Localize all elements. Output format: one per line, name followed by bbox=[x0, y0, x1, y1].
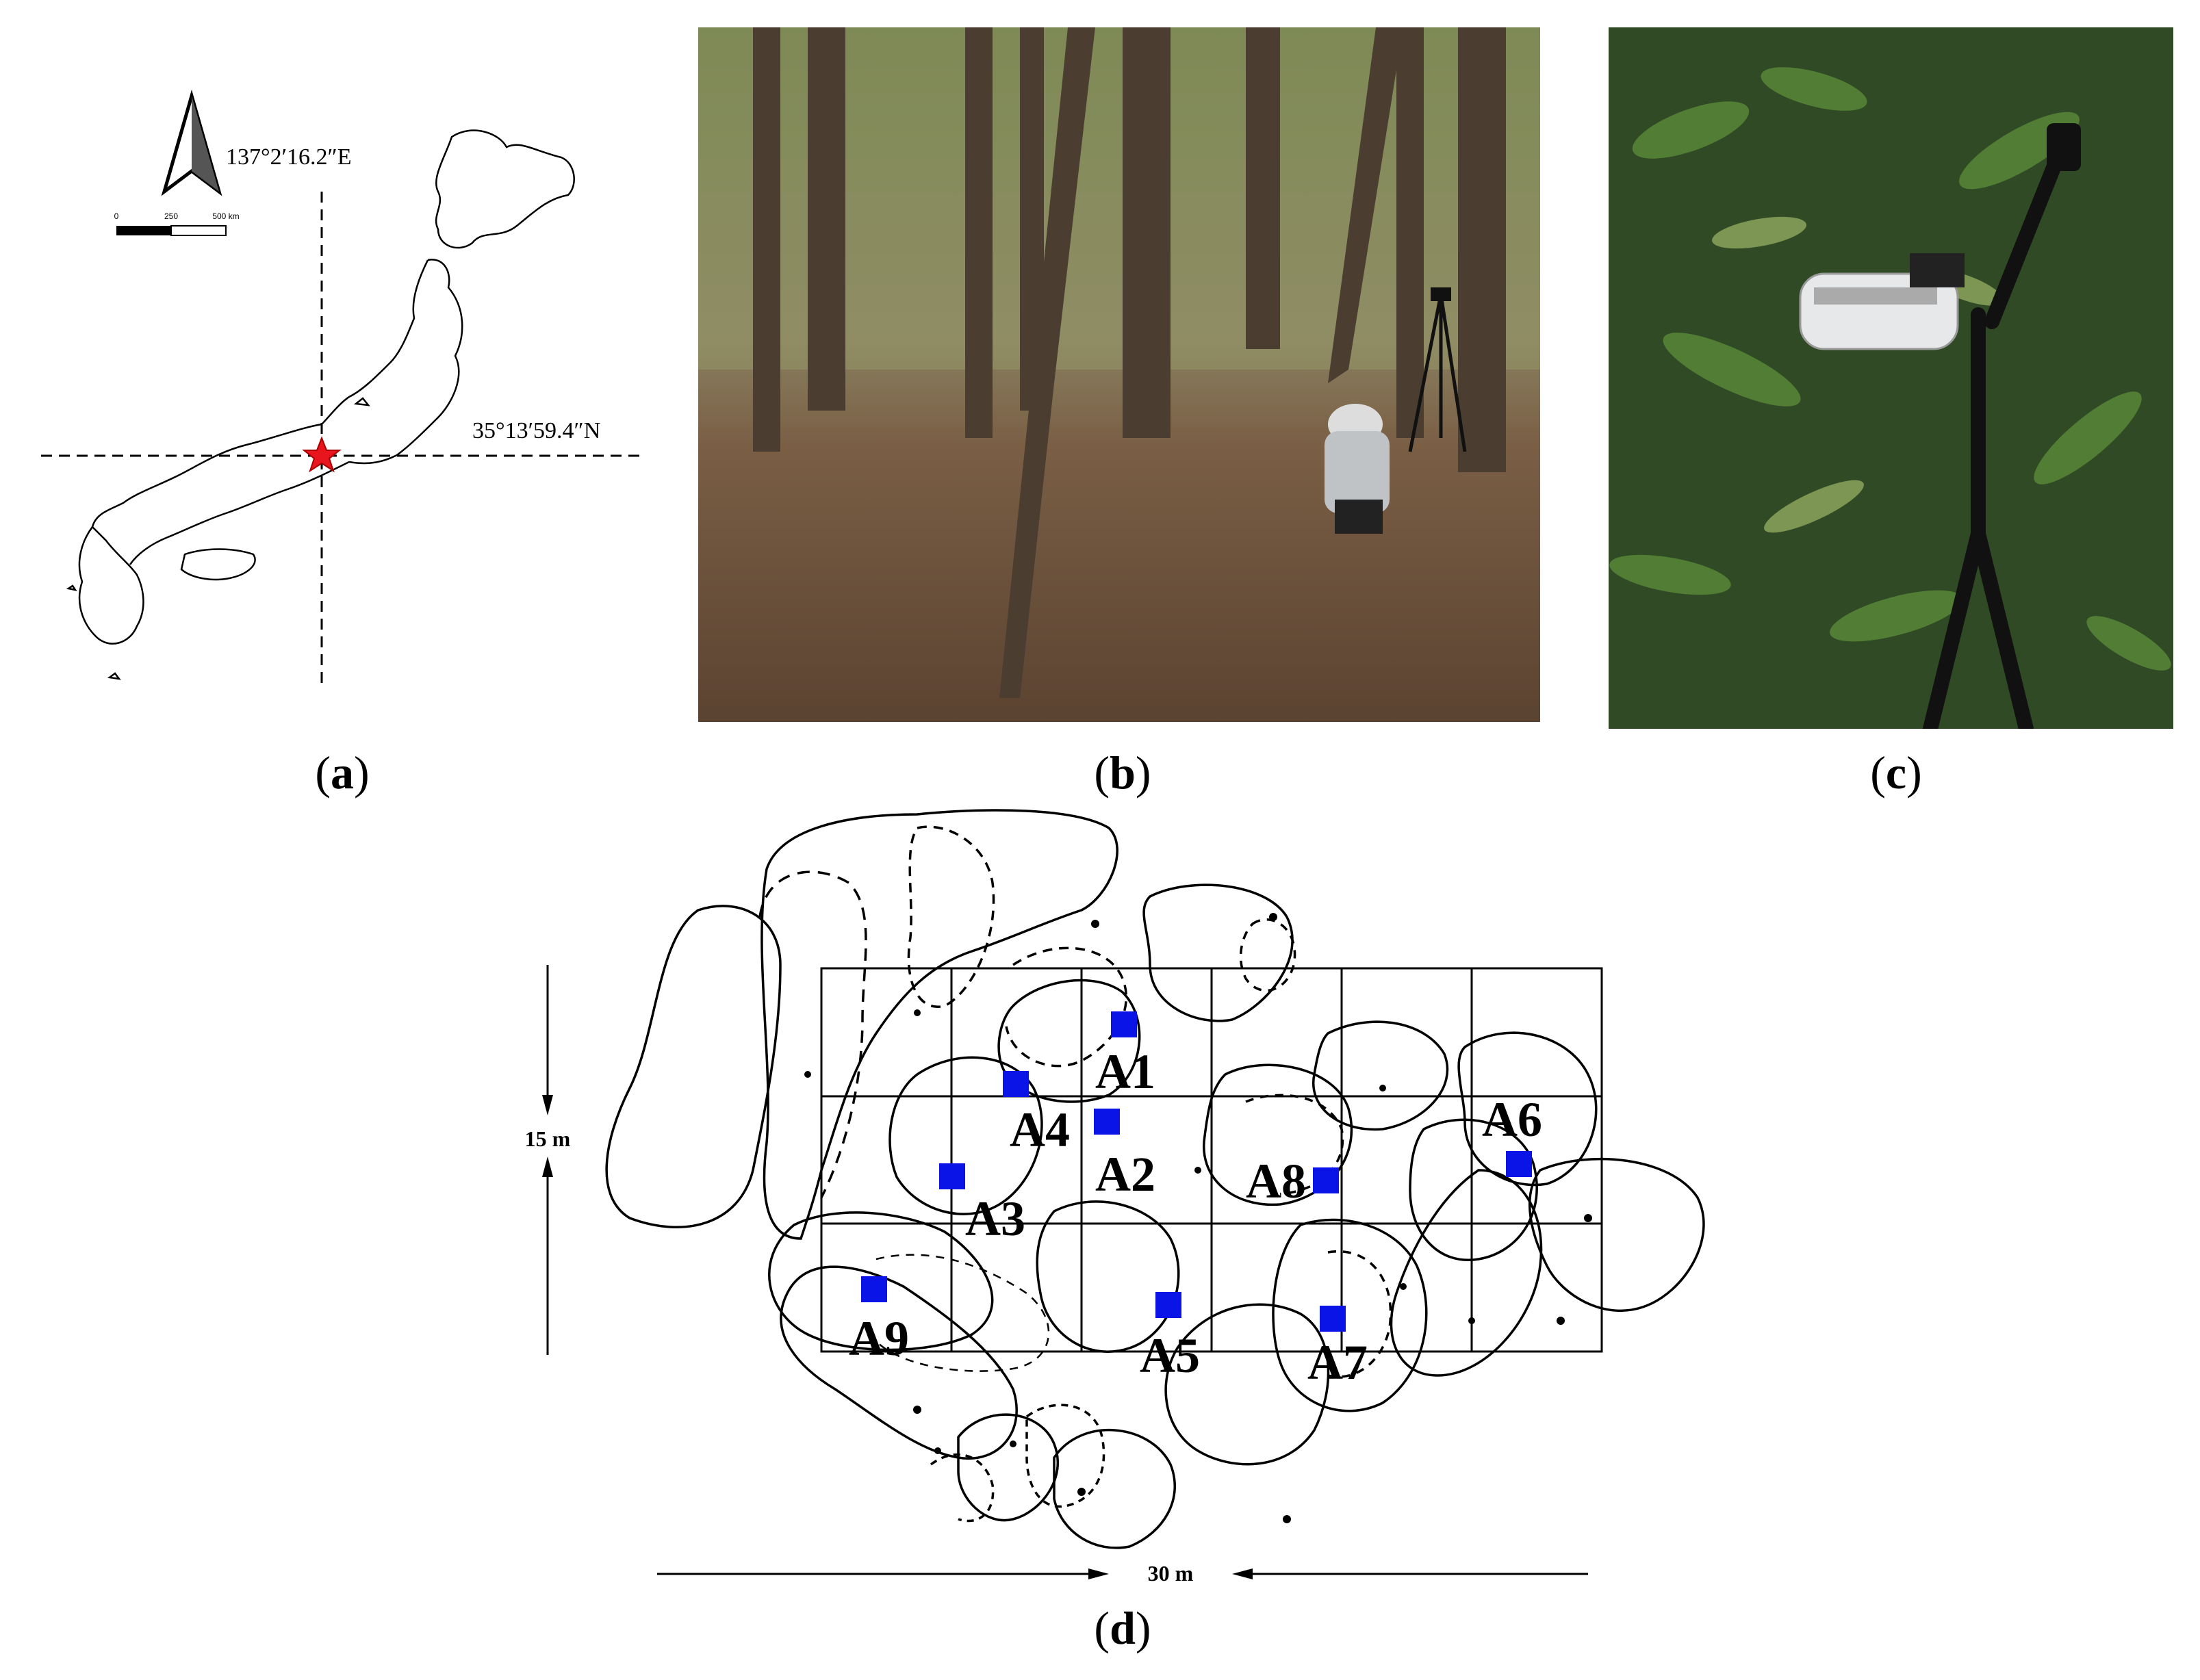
researcher-figure bbox=[1325, 404, 1390, 534]
label-a4: A4 bbox=[1010, 1102, 1070, 1157]
marker-a9 bbox=[861, 1276, 887, 1302]
panel-a-map: 0 250 500 km 137°2′16.2″E 35°13′59.4″N bbox=[27, 82, 657, 698]
label-a6: A6 bbox=[1482, 1092, 1542, 1147]
marker-a7 bbox=[1320, 1306, 1346, 1332]
tree-crown-outlines bbox=[605, 809, 1705, 1549]
marker-a6 bbox=[1506, 1151, 1532, 1177]
label-a2: A2 bbox=[1095, 1147, 1155, 1202]
panel-d-plot-layout: 15 m 30 m A1 A2 A3 A4 A5 A6 A7 A8 A9 bbox=[493, 787, 1793, 1636]
caption-c: (c) bbox=[1870, 747, 1922, 799]
audio-recorder-device bbox=[1799, 253, 1965, 350]
panel-b-forest-photo bbox=[698, 27, 1540, 722]
scale-tick-500: 500 km bbox=[212, 211, 239, 221]
label-a3: A3 bbox=[965, 1191, 1025, 1246]
japan-outline bbox=[66, 129, 575, 680]
marker-a1 bbox=[1111, 1011, 1137, 1037]
scale-bar: 0 250 500 km bbox=[114, 211, 240, 236]
north-arrow-icon bbox=[161, 89, 222, 196]
marker-a2 bbox=[1094, 1109, 1120, 1135]
horizontal-dimension-label: 30 m bbox=[1148, 1561, 1194, 1586]
scale-tick-0: 0 bbox=[114, 211, 119, 221]
dimension-arrows bbox=[542, 965, 1588, 1579]
label-a5: A5 bbox=[1140, 1328, 1200, 1383]
caption-d: (d) bbox=[1094, 1602, 1151, 1654]
marker-a4 bbox=[1003, 1071, 1029, 1097]
plot-grid bbox=[820, 967, 1603, 1353]
label-a8: A8 bbox=[1246, 1154, 1306, 1209]
longitude-label: 137°2′16.2″E bbox=[226, 144, 351, 170]
marker-a5 bbox=[1155, 1292, 1181, 1318]
vertical-dimension-label: 15 m bbox=[525, 1126, 571, 1151]
recorder-markers bbox=[861, 1011, 1532, 1332]
marker-a3 bbox=[939, 1163, 965, 1189]
label-a7: A7 bbox=[1307, 1335, 1368, 1390]
marker-a8 bbox=[1313, 1167, 1339, 1193]
label-a1: A1 bbox=[1095, 1044, 1155, 1099]
caption-b: (b) bbox=[1094, 747, 1151, 799]
scale-tick-250: 250 bbox=[164, 211, 178, 221]
panel-c-recorder-photo bbox=[1609, 27, 2173, 729]
study-site-star-icon bbox=[302, 436, 342, 473]
latitude-label: 35°13′59.4″N bbox=[472, 418, 600, 443]
caption-a: (a) bbox=[315, 747, 370, 799]
label-a9: A9 bbox=[849, 1311, 909, 1366]
